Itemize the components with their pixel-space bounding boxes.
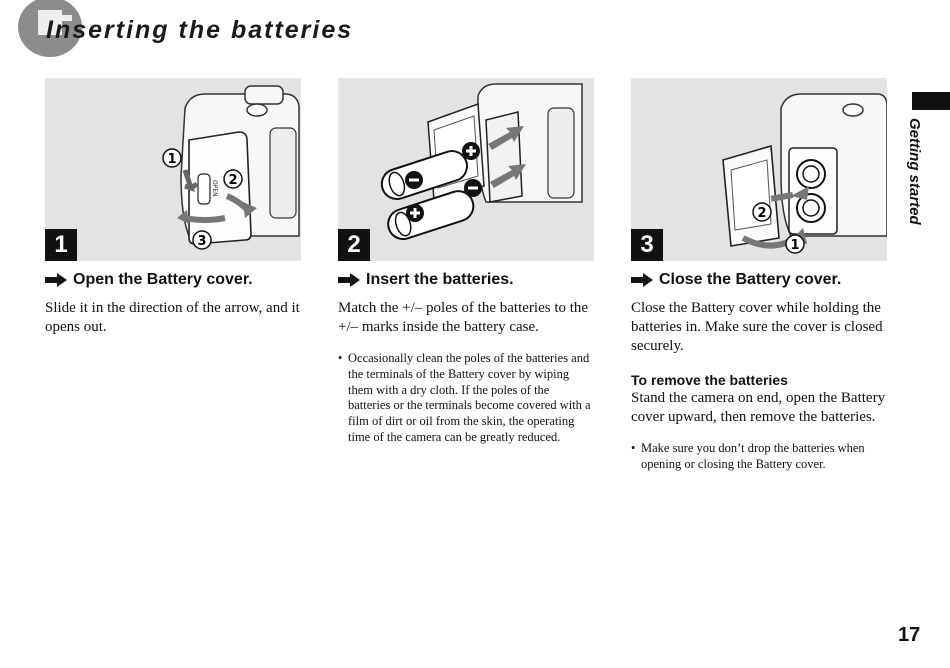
step-3: 2 1 3 Close the Battery cover. Close the… bbox=[631, 78, 887, 473]
step-2: 2 Insert the batteries. Match the +/– po… bbox=[338, 78, 594, 446]
step-number: 1 bbox=[45, 229, 77, 261]
bullet-dot-icon: • bbox=[631, 441, 636, 455]
svg-text:3: 3 bbox=[197, 234, 206, 249]
step-heading-text: Close the Battery cover. bbox=[659, 271, 842, 288]
step-1-illustration: OPEN 1 2 3 1 bbox=[45, 78, 301, 261]
step-2-illustration: 2 bbox=[338, 78, 594, 261]
right-arrow-icon bbox=[631, 273, 653, 287]
note-bullet: •Make sure you don’t drop the batteries … bbox=[631, 441, 865, 471]
remove-batteries-heading: To remove the batteries bbox=[631, 372, 788, 388]
remove-batteries-body: Stand the camera on end, open the Batter… bbox=[631, 390, 886, 425]
step-body: Slide it in the direction of the arrow, … bbox=[45, 300, 300, 335]
svg-text:1: 1 bbox=[790, 238, 799, 253]
svg-text:1: 1 bbox=[167, 152, 176, 167]
step-3-illustration: 2 1 3 bbox=[631, 78, 887, 261]
svg-text:2: 2 bbox=[228, 173, 237, 188]
side-tab-label: Getting started bbox=[906, 118, 923, 225]
step-heading-text: Open the Battery cover. bbox=[73, 271, 253, 288]
step-heading: Insert the batteries. bbox=[338, 271, 594, 289]
note-bullet: •Occasionally clean the poles of the bat… bbox=[338, 351, 591, 444]
section-badge-icon bbox=[18, 0, 82, 57]
right-arrow-icon bbox=[45, 273, 67, 287]
step-heading-text: Insert the batteries. bbox=[366, 271, 514, 288]
step-heading: Open the Battery cover. bbox=[45, 271, 301, 289]
step-heading: Close the Battery cover. bbox=[631, 271, 887, 289]
bullet-dot-icon: • bbox=[338, 351, 343, 365]
side-tab-marker bbox=[912, 92, 950, 110]
page-number: 17 bbox=[898, 624, 921, 646]
insert-batteries-illustration bbox=[380, 83, 583, 241]
page-title: Inserting the batteries bbox=[46, 16, 354, 44]
step-number: 3 bbox=[631, 229, 663, 261]
step-number: 2 bbox=[338, 229, 370, 261]
camera-close-cover-illustration: 2 1 bbox=[722, 93, 887, 254]
step-1: OPEN 1 2 3 1 Open the Battery cover. Sli… bbox=[45, 78, 301, 337]
open-lever-text: OPEN bbox=[211, 180, 218, 197]
right-arrow-icon bbox=[338, 273, 360, 287]
step-body: Match the +/– poles of the batteries to … bbox=[338, 300, 589, 335]
step-body: Close the Battery cover while holding th… bbox=[631, 300, 883, 354]
camera-open-cover-illustration: OPEN 1 2 3 bbox=[162, 85, 300, 250]
svg-text:2: 2 bbox=[757, 206, 766, 221]
